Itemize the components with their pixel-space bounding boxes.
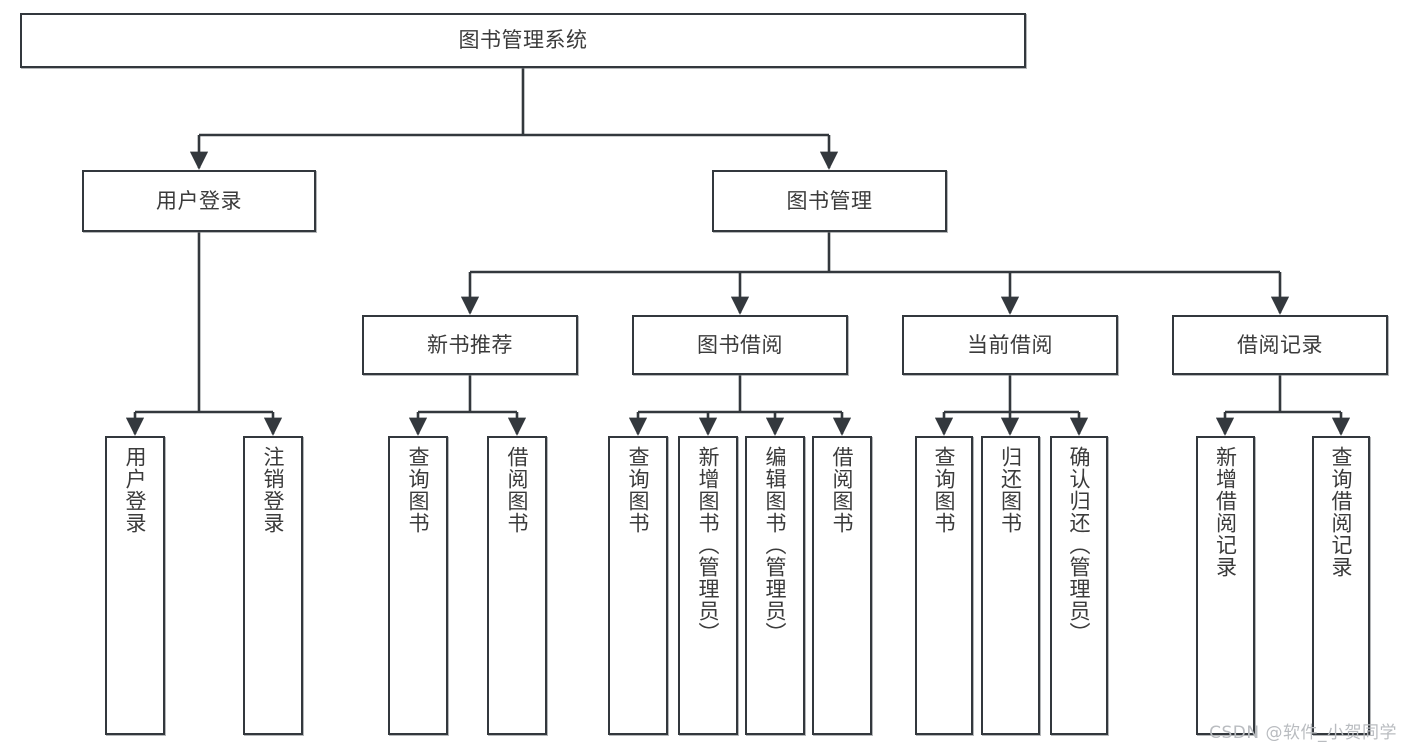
node-level3-2[interactable]: 当前借阅	[902, 315, 1118, 375]
node-leaf-1[interactable]: 注销登录	[243, 436, 303, 735]
node-label: 查询图书	[626, 446, 651, 534]
node-label: 新增借阅记录	[1213, 446, 1238, 578]
node-leaf-4[interactable]: 查询图书	[608, 436, 668, 735]
node-level2-1[interactable]: 图书管理	[712, 170, 947, 232]
connectors-group	[125, 68, 1351, 436]
node-label: 图书借阅	[697, 332, 783, 357]
node-leaf-9[interactable]: 归还图书	[981, 436, 1040, 735]
node-label: 当前借阅	[967, 332, 1053, 357]
node-leaf-11[interactable]: 新增借阅记录	[1196, 436, 1255, 735]
node-label: 查询图书	[932, 446, 957, 534]
node-leaf-6[interactable]: 编辑图书（管理员）	[745, 436, 805, 735]
node-label: 注销登录	[261, 446, 286, 534]
node-root-system[interactable]: 图书管理系统	[20, 13, 1026, 68]
node-label: 用户登录	[123, 446, 148, 534]
node-label: 图书管理系统	[458, 28, 588, 53]
node-leaf-0[interactable]: 用户登录	[105, 436, 165, 735]
node-leaf-5[interactable]: 新增图书（管理员）	[678, 436, 738, 735]
node-label: 查询借阅记录	[1329, 446, 1354, 578]
node-label: 确认归还（管理员）	[1067, 446, 1092, 644]
node-label: 用户登录	[156, 188, 242, 213]
node-level2-0[interactable]: 用户登录	[82, 170, 316, 232]
node-label: 新增图书（管理员）	[696, 446, 721, 644]
node-leaf-7[interactable]: 借阅图书	[812, 436, 872, 735]
node-label: 借阅记录	[1237, 332, 1323, 357]
node-label: 归还图书	[998, 446, 1023, 534]
node-leaf-12[interactable]: 查询借阅记录	[1312, 436, 1370, 735]
node-leaf-3[interactable]: 借阅图书	[487, 436, 547, 735]
node-label: 查询图书	[406, 446, 431, 534]
node-label: 图书管理	[786, 188, 873, 213]
node-level3-3[interactable]: 借阅记录	[1172, 315, 1388, 375]
node-leaf-8[interactable]: 查询图书	[915, 436, 973, 735]
node-label: 编辑图书（管理员）	[763, 446, 788, 644]
node-label: 借阅图书	[505, 446, 530, 534]
node-level3-0[interactable]: 新书推荐	[362, 315, 578, 375]
node-level3-1[interactable]: 图书借阅	[632, 315, 848, 375]
node-label: 新书推荐	[427, 332, 513, 357]
node-leaf-2[interactable]: 查询图书	[388, 436, 448, 735]
node-label: 借阅图书	[830, 446, 855, 534]
node-leaf-10[interactable]: 确认归还（管理员）	[1050, 436, 1108, 735]
